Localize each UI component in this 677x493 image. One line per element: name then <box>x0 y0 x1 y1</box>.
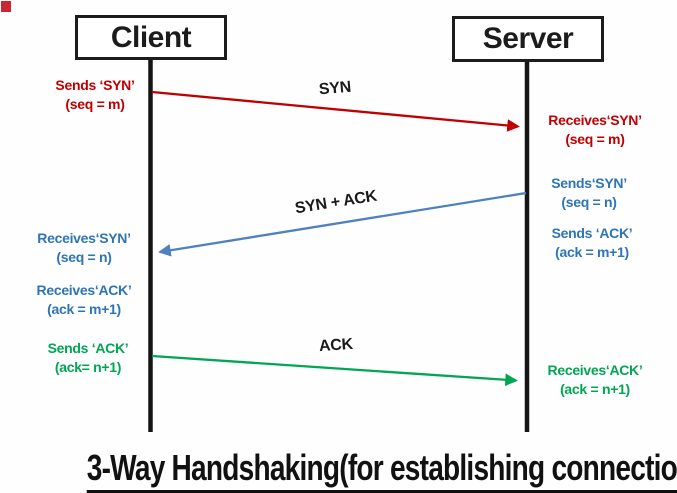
note-line: (ack = n+1) <box>560 381 630 397</box>
note-line: Receives‘ACK’ <box>36 282 132 298</box>
note-server-receives-ack: Receives‘ACK’ (ack = n+1) <box>548 361 643 399</box>
note-client-receives-syn: Receives‘SYN’ (seq = n) <box>37 229 131 267</box>
syn-arrow-label: SYN <box>318 78 352 99</box>
note-line: Sends‘SYN’ <box>551 175 627 191</box>
note-line: (ack= n+1) <box>54 359 122 375</box>
note-line: Sends ‘ACK’ <box>47 340 129 356</box>
red-corner-mark <box>1 1 11 12</box>
note-line: Receives‘SYN’ <box>37 230 131 246</box>
note-line: Receives‘ACK’ <box>547 362 643 378</box>
client-actor-box: Client <box>75 15 227 60</box>
server-actor-label: Server <box>482 22 574 55</box>
note-line: (seq = m) <box>65 96 125 112</box>
note-line: Sends ‘SYN’ <box>55 77 135 93</box>
ack-arrow <box>151 354 518 387</box>
syn-arrow <box>151 90 520 132</box>
syn-ack-arrow <box>158 191 527 257</box>
client-actor-label: Client <box>110 20 192 54</box>
ack-arrow-label: ACK <box>318 335 354 356</box>
note-server-receives-syn: Receives‘SYN’ (seq = m) <box>548 111 642 149</box>
note-line: (ack = m+1) <box>555 244 629 260</box>
note-line: Sends ‘ACK’ <box>551 225 633 241</box>
note-client-sends-syn: Sends ‘SYN’ (seq = m) <box>55 76 134 114</box>
note-client-sends-ack: Sends ‘ACK’ (ack= n+1) <box>48 339 129 377</box>
diagram-title: 3-Way Handshaking(for establishing conne… <box>86 447 677 493</box>
note-line: (ack = m+1) <box>47 301 121 317</box>
diagram-title-row: 3-Way Handshaking(for establishing conne… <box>0 447 677 493</box>
note-line: (seq = n) <box>561 194 617 210</box>
note-server-sends-ack: Sends ‘ACK’ (ack = m+1) <box>552 224 633 262</box>
note-server-sends-syn: Sends‘SYN’ (seq = n) <box>551 174 627 212</box>
server-actor-box: Server <box>452 16 604 62</box>
note-line: Receives‘SYN’ <box>548 112 642 128</box>
note-client-receives-ack: Receives‘ACK’ (ack = m+1) <box>37 281 132 319</box>
note-line: (seq = m) <box>565 131 625 147</box>
note-line: (seq = n) <box>56 249 112 265</box>
